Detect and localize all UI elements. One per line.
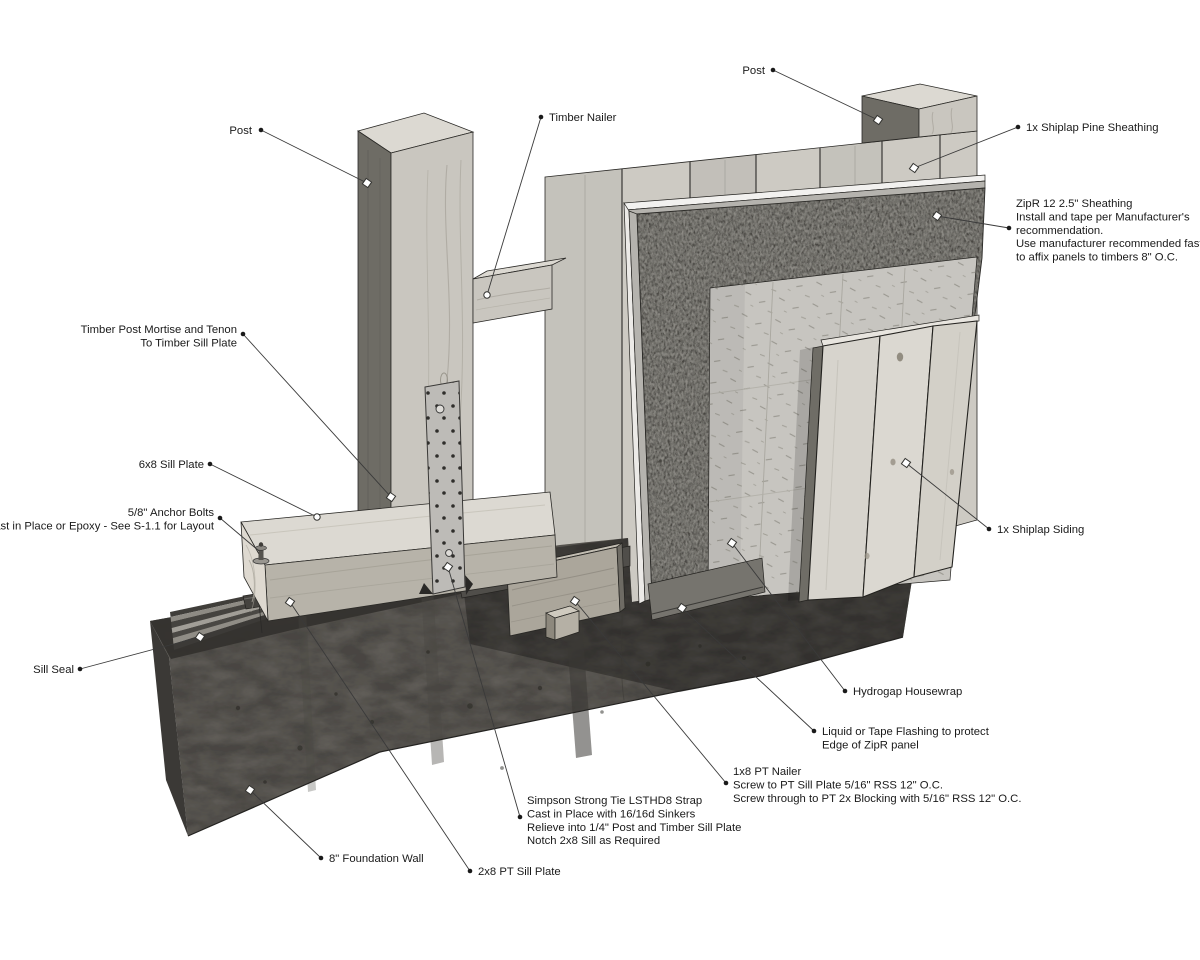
callout-marker-icon xyxy=(483,291,491,299)
label-bullet-icon xyxy=(842,688,848,694)
label-bullet-icon xyxy=(770,67,776,73)
timber-nailer-beam xyxy=(472,257,567,324)
label-bullet-icon xyxy=(258,127,264,133)
callout-marker-icon xyxy=(931,210,943,222)
annotation-sill-plate-6x8: 6x8 Sill Plate xyxy=(139,459,321,521)
leader-line xyxy=(731,542,846,692)
label-bullet-icon xyxy=(1006,225,1012,231)
leader-line xyxy=(249,789,322,859)
label-bullet-icon xyxy=(517,814,523,820)
callout-marker-icon xyxy=(569,595,581,607)
leader-line xyxy=(447,566,521,818)
simpson-strap xyxy=(419,380,473,595)
callout-marker-icon xyxy=(244,784,256,796)
callout-marker-icon xyxy=(385,491,397,503)
leader-line xyxy=(79,636,201,670)
leader-line xyxy=(772,69,879,121)
label-bullet-icon xyxy=(986,526,992,532)
callout-marker-icon xyxy=(361,177,373,189)
label-bullet-icon xyxy=(207,461,213,467)
leader-line xyxy=(681,607,815,732)
label-bullet-icon xyxy=(318,855,324,861)
label-bullet-icon xyxy=(467,868,473,874)
annotation-shiplap-siding: 1x Shiplap Siding xyxy=(900,457,1084,536)
label-bullet-icon xyxy=(723,780,729,786)
label-bullet-icon xyxy=(811,728,817,734)
label-post-left: Post xyxy=(229,125,252,137)
leader-line xyxy=(574,600,727,784)
leader-line xyxy=(486,116,542,296)
callout-marker-icon xyxy=(284,596,296,608)
label-bullet-icon xyxy=(240,331,246,337)
annotation-post-right: Post xyxy=(742,65,884,126)
shiplap-siding-planks xyxy=(788,314,980,603)
flashing-strip xyxy=(647,557,766,621)
annotation-post-left: Post xyxy=(229,125,373,189)
annotation-foundation-wall: 8" Foundation Wall xyxy=(244,784,424,865)
callout-marker-icon xyxy=(442,561,454,573)
annotation-sill-seal: Sill Seal xyxy=(33,631,206,676)
leader-line xyxy=(289,601,471,872)
leader-line xyxy=(936,215,1010,229)
leader-line xyxy=(242,333,392,498)
callout-marker-icon xyxy=(676,602,688,614)
label-bullet-icon xyxy=(77,666,83,672)
annotation-hydrogap-housewrap: Hydrogap Housewrap xyxy=(726,537,962,698)
callout-marker-icon xyxy=(872,114,884,126)
pt-block-offcut xyxy=(545,605,580,641)
label-timber-nailer: Timber Nailer xyxy=(549,112,617,124)
label-foundation-wall: 8" Foundation Wall xyxy=(329,853,424,865)
label-pt-sill-plate-2x8: 2x8 PT Sill Plate xyxy=(478,866,561,878)
sill-plate-6x8-beam xyxy=(240,491,558,622)
callout-marker-icon xyxy=(313,513,321,521)
label-bullet-icon xyxy=(538,114,544,120)
leader-line xyxy=(219,517,260,552)
label-shiplap-pine-sheathing: 1x Shiplap Pine Sheathing xyxy=(1026,122,1159,134)
label-post-right: Post xyxy=(742,65,765,77)
annotation-pt-sill-plate-2x8: 2x8 PT Sill Plate xyxy=(284,596,561,878)
label-bullet-icon xyxy=(217,515,223,521)
annotation-timber-nailer: Timber Nailer xyxy=(483,112,617,299)
leader-line xyxy=(905,462,990,530)
callout-marker-icon xyxy=(726,537,738,549)
callout-marker-icon xyxy=(900,457,912,469)
annotation-shiplap-pine-sheathing: 1x Shiplap Pine Sheathing xyxy=(908,122,1159,174)
leader-line xyxy=(209,463,318,518)
label-sill-seal: Sill Seal xyxy=(33,664,74,676)
leader-line xyxy=(260,129,368,184)
callout-marker-icon xyxy=(194,631,206,643)
post-right-timber xyxy=(861,83,978,144)
label-sill-plate-6x8: 6x8 Sill Plate xyxy=(139,459,204,471)
leader-line xyxy=(913,126,1019,169)
label-hydrogap-housewrap: Hydrogap Housewrap xyxy=(853,686,962,698)
callout-marker-icon xyxy=(908,162,920,174)
label-shiplap-siding: 1x Shiplap Siding xyxy=(997,524,1084,536)
label-bullet-icon xyxy=(1015,124,1021,130)
